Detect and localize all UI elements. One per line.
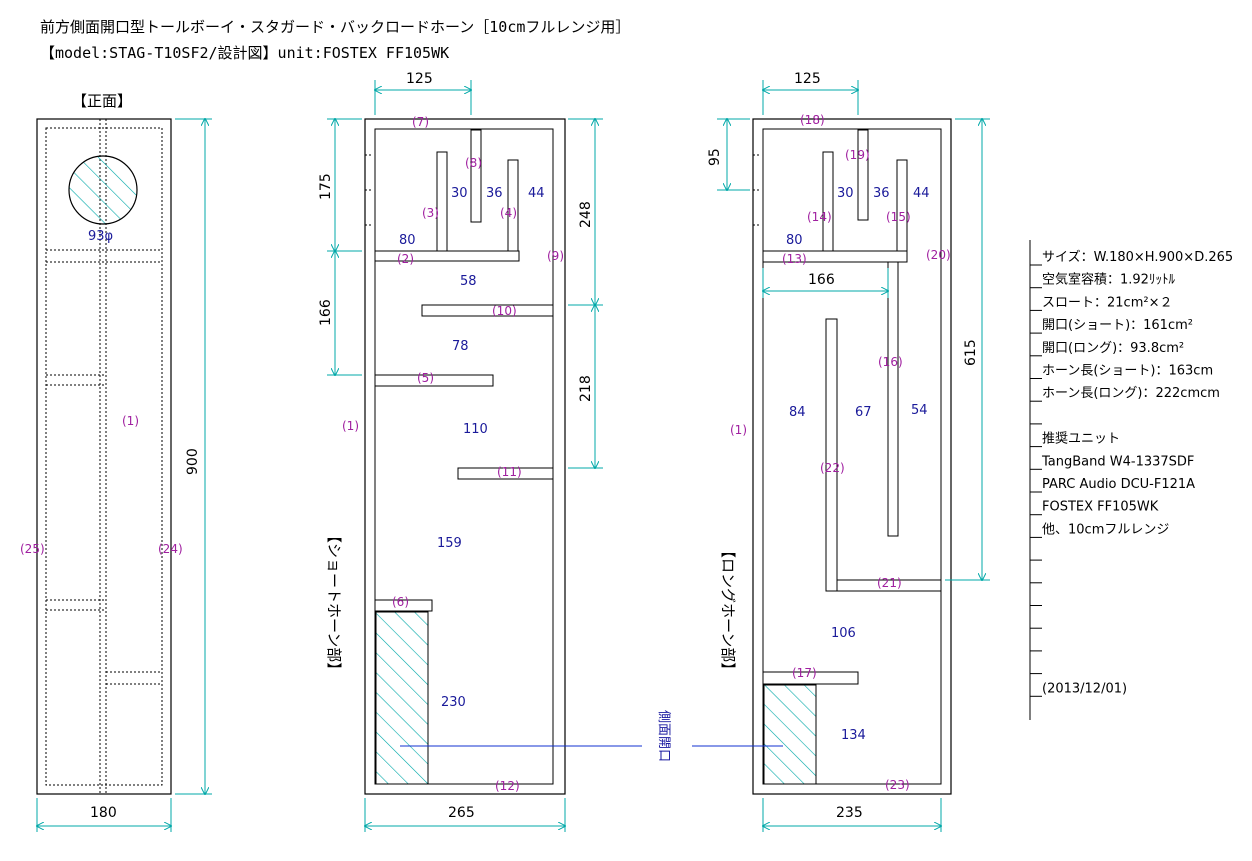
spec-item: ホーン長(ショート)：163cm [1042, 364, 1213, 379]
short-inner-159: 159 [437, 536, 462, 551]
short-part-2: (2) [397, 252, 414, 266]
short-dim-right-b: 218 [578, 375, 594, 402]
front-view: 【正面】 93φ (1) (24) (25) 180 900 [20, 92, 212, 832]
long-part-1: (1) [730, 423, 747, 437]
spec-item: FOSTEX FF105WK [1042, 500, 1159, 515]
spec-item: 他、10cmフルレンジ [1042, 522, 1169, 537]
spec-item: 開口(ショート)：161cm² [1042, 318, 1193, 333]
short-horn-view: 80 30 36 44 58 78 110 159 230 (1) (2) (3… [318, 71, 603, 832]
short-part-11: (11) [497, 465, 522, 479]
short-part-6: (6) [392, 595, 409, 609]
title-line2: 【model:STAG-T10SF2/設計図】unit:FOSTEX FF105… [40, 44, 449, 62]
short-inner-78: 78 [452, 339, 469, 354]
short-inner-58: 58 [460, 274, 477, 289]
front-part-1: (1) [122, 414, 139, 428]
short-part-8: (8) [465, 156, 482, 170]
spec-item: 開口(ロング)：93.8cm² [1042, 341, 1184, 356]
short-section-label: 【ショートホーン部】 [325, 528, 343, 677]
long-part-23: (23) [885, 778, 910, 792]
long-part-18: (18) [800, 113, 825, 127]
long-dim-bottom: 235 [836, 805, 863, 821]
spec-item: サイズ：W.180×H.900×D.265 [1042, 249, 1233, 265]
long-inner-134: 134 [841, 728, 866, 743]
short-part-1: (1) [342, 419, 359, 433]
long-part-21: (21) [877, 576, 902, 590]
short-inner-80: 80 [399, 233, 416, 248]
long-dim-166: 166 [808, 272, 835, 288]
long-inner-67: 67 [855, 405, 872, 420]
short-inner-36: 36 [486, 186, 503, 201]
long-inner-54: 54 [911, 403, 928, 418]
speaker-hole [68, 155, 138, 225]
short-inner-230: 230 [441, 695, 466, 710]
front-width-dim: 180 [90, 805, 117, 821]
long-inner-80: 80 [786, 233, 803, 248]
spec-item: 空気室容積：1.92ﾘｯﾄﾙ [1042, 272, 1175, 288]
long-inner-30: 30 [837, 186, 854, 201]
hole-diameter: 93φ [88, 229, 113, 244]
short-part-10: (10) [492, 304, 517, 318]
long-part-14: (14) [807, 210, 832, 224]
long-part-20: (20) [926, 248, 951, 262]
long-part-15: (15) [886, 210, 911, 224]
side-opening-label: 側面開口 [656, 710, 671, 762]
side-opening: 側面開口 [400, 710, 783, 762]
title-line1: 前方側面開口型トールボーイ・スタガード・バックロードホーン［10cmフルレンジ用… [40, 18, 630, 36]
short-part-4: (4) [500, 206, 517, 220]
spec-item: TangBand W4-1337SDF [1041, 454, 1194, 469]
long-section-label: 【ロングホーン部】 [719, 543, 737, 677]
front-height-dim: 900 [185, 448, 201, 475]
long-inner-106: 106 [831, 626, 856, 641]
long-part-19: (19) [845, 148, 870, 162]
long-horn-view: 80 30 36 44 84 67 54 106 134 (1) (13) (1… [707, 71, 990, 832]
front-heading: 【正面】 [72, 92, 132, 110]
long-part-22: (22) [820, 461, 845, 475]
long-inner-36: 36 [873, 186, 890, 201]
spec-item: 推奨ユニット [1042, 432, 1120, 447]
front-part-24: (24) [158, 542, 183, 556]
short-dim-left-b: 166 [318, 299, 334, 326]
spec-item: ホーン長(ロング)：222cmcm [1042, 386, 1220, 401]
long-part-13: (13) [782, 252, 807, 266]
short-dim-top: 125 [406, 71, 433, 87]
short-part-3: (3) [422, 206, 439, 220]
spec-item: スロート：21cm²×２ [1042, 295, 1172, 310]
short-inner-110: 110 [463, 422, 488, 437]
long-part-17: (17) [792, 666, 817, 680]
long-dim-left-a: 95 [707, 148, 723, 166]
long-inner-44: 44 [913, 186, 930, 201]
short-part-7: (7) [412, 115, 429, 129]
front-part-25: (25) [20, 542, 45, 556]
short-inner-30: 30 [451, 186, 468, 201]
short-dim-bottom: 265 [448, 805, 475, 821]
short-dim-right-a: 248 [578, 201, 594, 228]
long-dim-right: 615 [963, 339, 979, 366]
spec-item: PARC Audio DCU-F121A [1042, 477, 1195, 492]
long-part-16: (16) [878, 355, 903, 369]
spec-list: サイズ：W.180×H.900×D.265 空気室容積：1.92ﾘｯﾄﾙ スロート：… [1029, 240, 1233, 720]
long-dim-top: 125 [794, 71, 821, 87]
short-dim-left-a: 175 [318, 173, 334, 200]
short-part-9: (9) [547, 249, 564, 263]
short-part-5: (5) [417, 371, 434, 385]
spec-item: (2013/12/01) [1042, 681, 1127, 696]
long-inner-84: 84 [789, 405, 806, 420]
short-part-12: (12) [495, 779, 520, 793]
short-inner-44: 44 [528, 186, 545, 201]
